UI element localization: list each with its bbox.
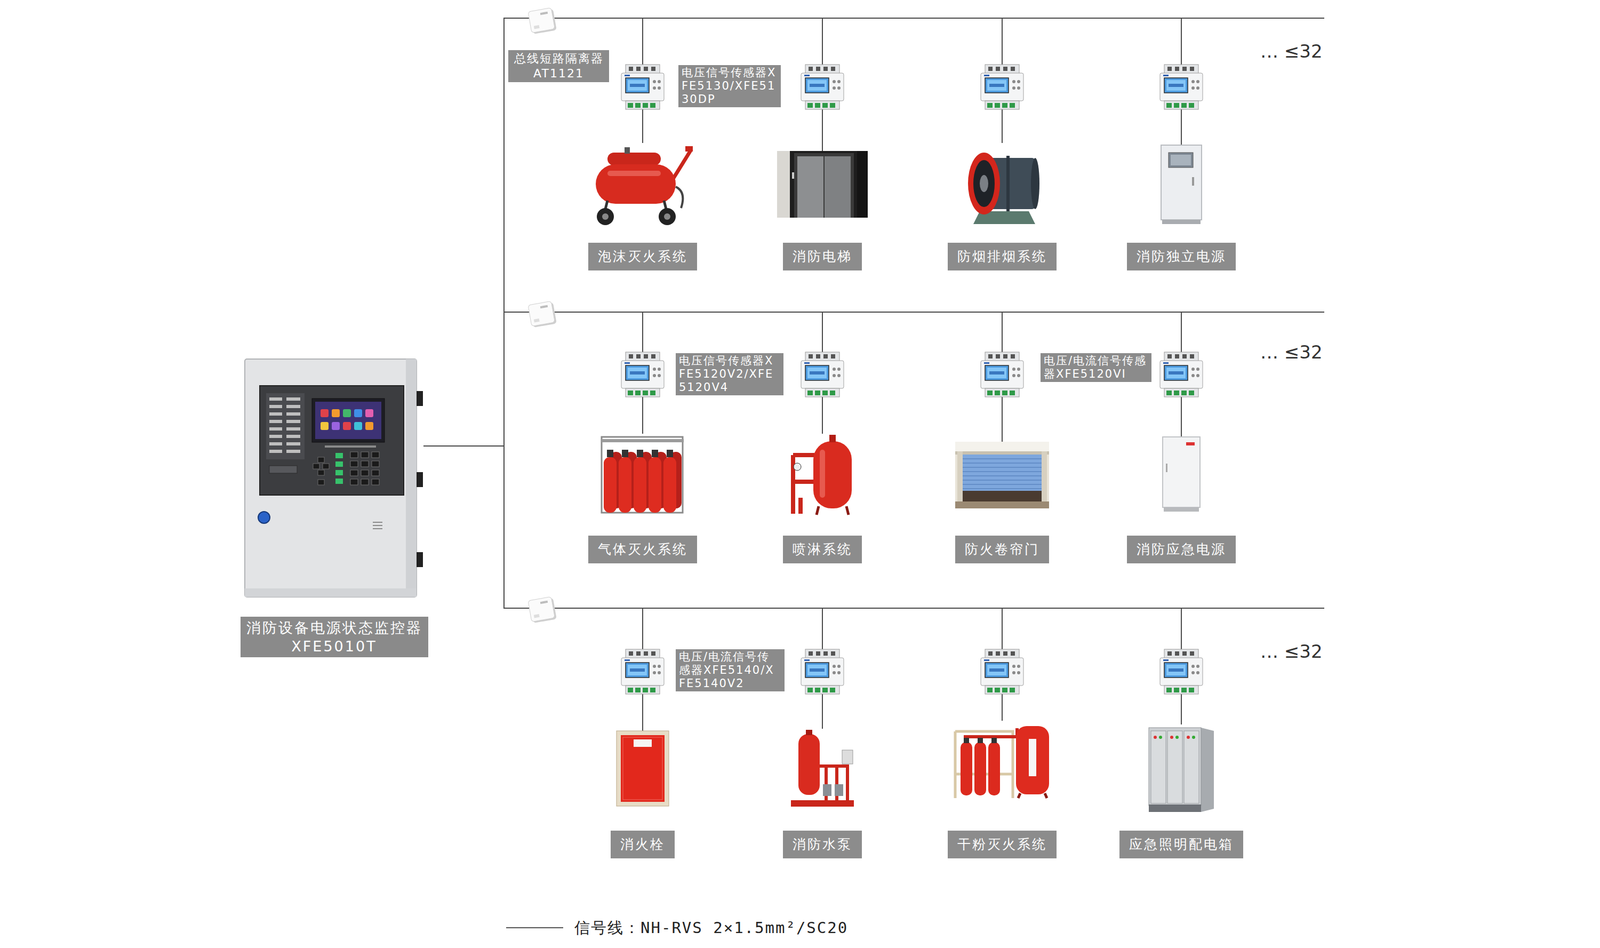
device-count: … ≤32 [1260,39,1323,63]
fire-elevator-illustration [777,150,868,218]
equipment-name: 消防独立电源 [1126,242,1236,271]
sensor-module [980,352,1024,397]
sprinkler-tank-illustration [793,434,852,515]
equipment-node: 消防独立电源 [1158,145,1204,225]
sensor-module [801,649,844,694]
equipment-name: 喷淋系统 [782,535,862,564]
signal-wire [423,18,1003,446]
isolator-icon [528,300,557,328]
signal-wire [423,445,643,731]
sensor-module [801,64,844,110]
signal-wire [423,18,1182,446]
device-count: … ≤32 [1260,340,1323,364]
sensor-module [621,649,664,694]
signal-wire [423,445,1182,725]
equipment-name: 消防应急电源 [1126,535,1236,564]
signal-wire [423,312,643,446]
equipment-name: 干粉灭火系统 [947,830,1057,859]
sensor-module [621,64,664,110]
fire-shutter-illustration [955,441,1050,509]
legend-line-sample [506,926,564,928]
sensor-module [980,64,1024,110]
dry-powder-illustration [955,725,1050,798]
equipment-name: 防烟排烟系统 [947,242,1057,271]
signal-wire [423,445,1003,721]
independent-power-cabinet [1161,145,1202,224]
foam-extinguisher-illustration [595,146,693,226]
fire-pump-illustration [790,729,854,807]
signal-wire [423,18,823,446]
signal-wire [423,312,1003,446]
signal-wire [423,312,1182,446]
equipment-name: 防火卷帘门 [955,535,1050,564]
sensor-callout: 电压信号传感器XFE5130/XFE5130DP [678,65,781,108]
isolator-icon [528,596,557,624]
bus-isolators [528,7,557,624]
equipment-name: 泡沫灭火系统 [588,242,698,271]
equipment-node: 应急照明配电箱 [1147,724,1215,813]
equipment-node: 喷淋系统 [787,433,858,516]
sensor-module [801,352,844,397]
sensor-module [980,649,1024,694]
equipment-name: 消防水泵 [782,830,862,859]
signal-wire [423,18,643,446]
isolator-label: 总线短路隔离器 AT1121 [508,50,610,83]
sensor-module [1160,352,1203,397]
controller-name: 消防设备电源状态监控器 XFE5010T [240,616,429,658]
equipment-node: 消火栓 [616,730,669,806]
equipment-node: 消防电梯 [777,150,868,218]
sensor-module [1160,649,1203,694]
equipment-node: 气体灭火系统 [599,433,686,516]
lighting-distribution-cabinet [1148,727,1214,812]
equipment-node: 消防应急电源 [1160,436,1203,512]
signal-wire [423,445,823,729]
equipment-node: 消防水泵 [788,728,856,808]
gas-extinguishing-illustration [601,436,684,513]
sensor-callout: 电压/电流信号传感器XFE5140/XFE5140V2 [675,649,785,692]
controller-cabinet [244,358,423,597]
smoke-exhaust-fan-illustration [968,152,1040,224]
sensor-module [621,352,664,397]
bus-wiring [423,18,1325,608]
equipment-node: 防火卷帘门 [955,441,1050,509]
sensor-callout: 电压/电流信号传感器XFE5120VI [1040,353,1152,382]
isolator-icon [528,7,557,35]
legend-text: 信号线：NH-RVS 2×1.5mm²/SC20 [574,917,848,938]
equipment-node: 泡沫灭火系统 [591,142,694,227]
equipment-name: 消火栓 [610,830,675,859]
fire-hydrant-box-illustration [616,730,669,806]
equipment-name: 消防电梯 [782,242,862,271]
signal-sensors [621,64,1203,694]
signal-wire [423,312,823,446]
device-count: … ≤32 [1260,639,1323,663]
sensor-module [1160,64,1203,110]
monitor-controller: 消防设备电源状态监控器 XFE5010T [244,358,424,597]
equipment-node: 干粉灭火系统 [953,720,1052,798]
emergency-power-cabinet [1162,436,1200,512]
sensor-callout: 电压信号传感器XFE5120V2/XFE5120V4 [675,353,784,396]
equipment-name: 应急照明配电箱 [1119,830,1244,859]
equipment-name: 气体灭火系统 [588,535,698,564]
equipment-node: 防烟排烟系统 [963,142,1041,225]
